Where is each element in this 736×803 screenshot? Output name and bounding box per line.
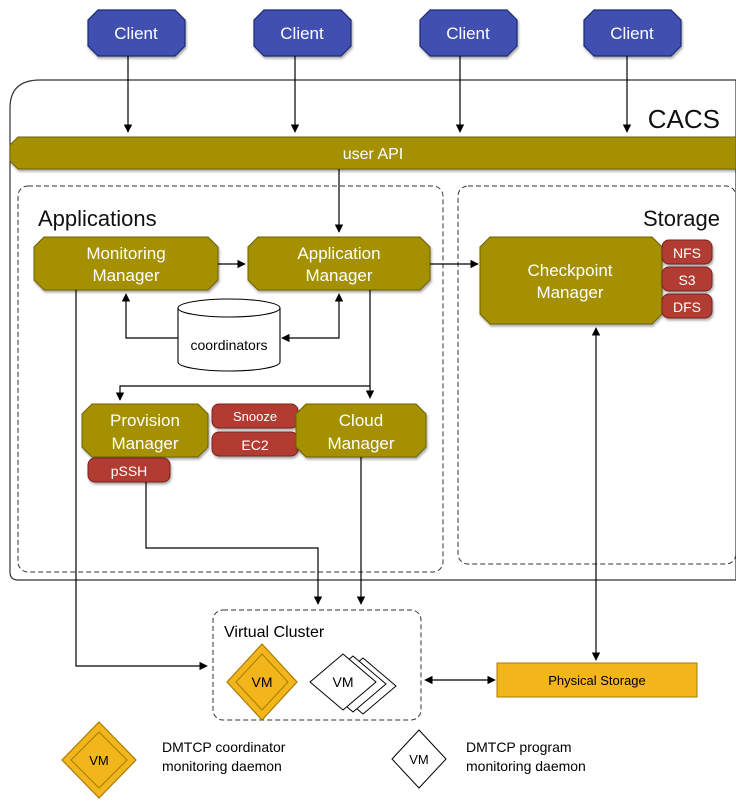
legend-program-line1: DMTCP program: [466, 739, 572, 755]
application-manager-line2: Manager: [305, 266, 372, 285]
cloud-manager-line2: Manager: [327, 434, 394, 453]
coordinators-monitoring-link: [121, 293, 178, 339]
user-api-label: user API: [343, 146, 403, 163]
coordinators-label: coordinators: [190, 337, 267, 353]
monitoring-manager[interactable]: Monitoring Manager: [33, 236, 219, 291]
applications-group: [17, 185, 444, 573]
pssh-label: pSSH: [111, 463, 148, 479]
provision-manager-line1: Provision: [110, 411, 180, 430]
nfs-label: NFS: [673, 245, 701, 261]
checkpoint-manager[interactable]: Checkpoint Manager: [479, 236, 663, 325]
checkpoint-manager-line2: Manager: [536, 283, 603, 302]
cluster-coordinator-vm[interactable]: VM: [226, 643, 298, 721]
legend-coordinator-line1: DMTCP coordinator: [162, 739, 286, 755]
cloud-manager-line1: Cloud: [339, 411, 383, 430]
legend-program-line2: monitoring daemon: [466, 758, 586, 774]
user-api-bar[interactable]: user API: [9, 136, 736, 170]
checkpoint-manager-line1: Checkpoint: [527, 261, 612, 280]
coordinators-database[interactable]: coordinators: [177, 298, 281, 372]
client-2-label: Client: [280, 24, 324, 43]
client-1[interactable]: Client: [87, 9, 186, 57]
legend-program-vm: VM: [391, 729, 447, 789]
cloud-manager[interactable]: Cloud Manager: [295, 403, 427, 458]
s3-tag[interactable]: S3: [661, 266, 713, 292]
virtual-cluster-title: Virtual Cluster: [224, 624, 325, 641]
cluster-program-vm-label: VM: [333, 674, 354, 690]
legend-coordinator-vm: VM: [61, 721, 137, 799]
dfs-label: DFS: [673, 299, 701, 315]
snooze-label: Snooze: [233, 409, 277, 424]
ec2-label: EC2: [241, 437, 268, 453]
client-4[interactable]: Client: [583, 9, 682, 57]
applications-title: Applications: [38, 206, 157, 231]
nfs-tag[interactable]: NFS: [661, 239, 713, 265]
client-1-label: Client: [114, 24, 158, 43]
ec2-tag[interactable]: EC2: [211, 431, 299, 457]
virtual-cluster-group: [212, 609, 422, 721]
application-to-provision-line: [115, 385, 370, 401]
legend-program-vm-label: VM: [409, 752, 429, 767]
s3-label: S3: [678, 272, 695, 288]
cluster-program-vm-stack[interactable]: VM: [309, 653, 397, 715]
monitoring-manager-line1: Monitoring: [86, 244, 165, 263]
storage-title: Storage: [643, 206, 720, 231]
physical-storage[interactable]: Physical Storage: [496, 662, 698, 698]
pssh-tag[interactable]: pSSH: [87, 457, 171, 483]
client-4-label: Client: [610, 24, 654, 43]
application-manager-line1: Application: [297, 244, 380, 263]
provision-manager-line2: Manager: [111, 434, 178, 453]
dfs-tag[interactable]: DFS: [661, 293, 713, 319]
client-3-label: Client: [446, 24, 490, 43]
cacs-frame: [9, 79, 736, 581]
monitoring-to-cluster-line: [75, 290, 208, 671]
physical-storage-label: Physical Storage: [548, 673, 646, 688]
monitoring-manager-line2: Manager: [92, 266, 159, 285]
coordinators-application-link: [281, 293, 344, 343]
provision-manager[interactable]: Provision Manager: [81, 403, 209, 458]
legend-coordinator-line2: monitoring daemon: [162, 758, 282, 774]
client-2[interactable]: Client: [253, 9, 352, 57]
application-manager[interactable]: Application Manager: [247, 236, 431, 291]
pssh-to-cluster-line: [145, 482, 323, 605]
cluster-coordinator-vm-label: VM: [252, 674, 273, 690]
snooze-tag[interactable]: Snooze: [211, 403, 299, 429]
cacs-label: CACS: [648, 104, 720, 134]
legend-coordinator-vm-label: VM: [89, 753, 109, 768]
client-3[interactable]: Client: [419, 9, 518, 57]
